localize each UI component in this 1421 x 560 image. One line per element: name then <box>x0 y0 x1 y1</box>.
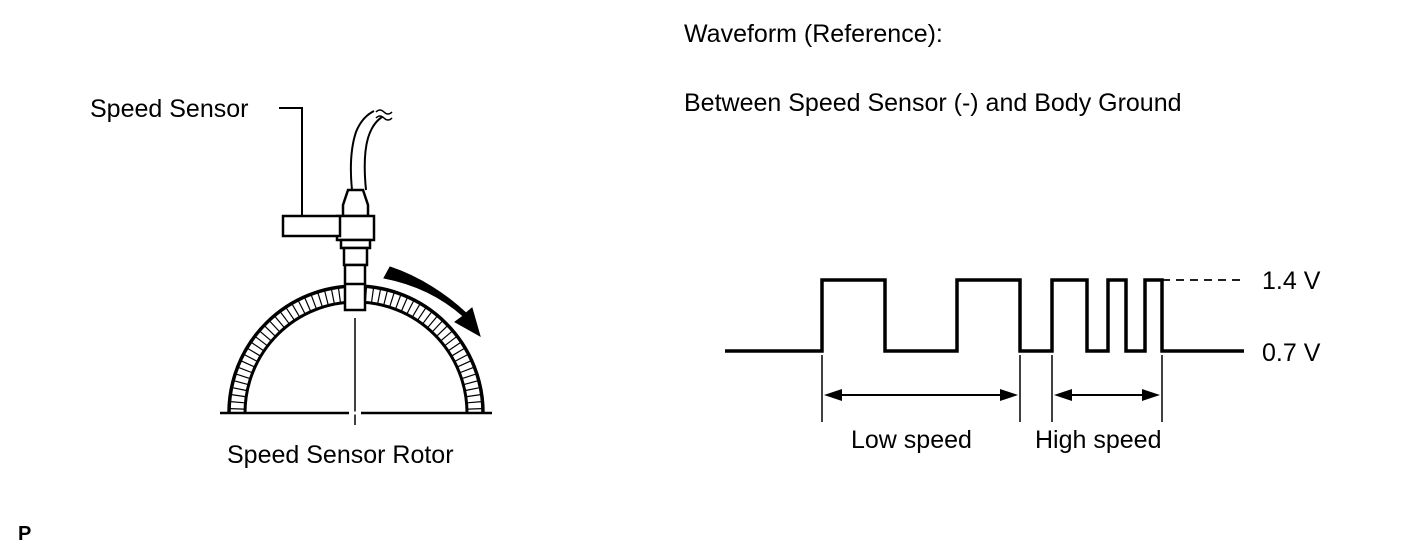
rotor-tooth <box>234 381 248 385</box>
low-level-label: 0.7 V <box>1262 339 1321 367</box>
rotor-tooth <box>230 409 244 410</box>
speed-sensor-body <box>337 190 374 310</box>
rotor-tooth <box>378 289 381 303</box>
waveform-subtitle: Between Speed Sensor (-) and Body Ground <box>684 89 1182 117</box>
rotor-tooth <box>231 395 245 397</box>
rotor-tooth <box>244 355 256 362</box>
waveform-trace <box>725 280 1244 351</box>
speed-sensor-rotor-label: Speed Sensor Rotor <box>227 441 454 469</box>
rotor-tooth <box>418 308 426 320</box>
rotor-tooth <box>463 374 476 378</box>
rotor-tooth <box>449 343 461 351</box>
high-level-label: 1.4 V <box>1262 267 1321 295</box>
rotor-tooth <box>318 293 322 306</box>
rotor-tooth <box>407 301 413 314</box>
sensor-cable <box>351 111 374 190</box>
rotor-tooth <box>433 321 443 331</box>
rotor-tooth <box>231 402 245 403</box>
corner-mark: P <box>18 523 31 545</box>
rotor-tooth <box>466 388 480 391</box>
rotor-tooth <box>248 349 260 356</box>
rotor-tooth <box>455 355 467 362</box>
rotor-tooth <box>468 409 482 410</box>
rotor-tooth <box>325 291 328 305</box>
waveform-plot <box>725 280 1244 422</box>
rotor-tooth <box>252 343 264 351</box>
rotor-tooth <box>468 402 482 403</box>
rotor-tooth <box>260 331 271 340</box>
rotor-tooth <box>413 304 420 316</box>
rotor-tooth <box>265 326 275 336</box>
rotor-tooth <box>270 321 280 331</box>
rotor-tooth <box>452 349 464 356</box>
rotor-tooth <box>396 295 401 308</box>
waveform-title: Waveform (Reference): <box>684 20 943 48</box>
rotor-tooth <box>292 304 299 316</box>
rotor-tooth <box>458 361 471 367</box>
rotor-tooth <box>464 381 478 385</box>
speed-sensor-label: Speed Sensor <box>90 95 248 123</box>
rotor-tooth <box>437 326 447 336</box>
rotor-tooth <box>275 317 284 328</box>
rotor-tooth <box>460 367 473 372</box>
rotor-tooth <box>305 298 311 311</box>
high-speed-label: High speed <box>1035 426 1161 454</box>
speed-sensor-rotor-drawing <box>220 108 492 540</box>
low-speed-dimension-arrow <box>824 389 1018 401</box>
rotor-tooth <box>241 361 254 367</box>
rotor-tooth <box>384 291 387 305</box>
rotor-tooth <box>467 395 481 397</box>
rotor-tooth <box>239 367 252 372</box>
rotor-tooth <box>281 312 289 323</box>
rotor-tooth <box>236 374 249 378</box>
rotor-tooth <box>428 317 437 328</box>
rotor-tooth <box>423 312 431 323</box>
rotor-tooth <box>332 289 335 303</box>
rotor-tooth <box>339 288 341 302</box>
rotor-tooth <box>311 295 316 308</box>
rotor-tooth <box>286 308 294 320</box>
sensor-bracket <box>283 216 340 236</box>
low-speed-label: Low speed <box>851 426 972 454</box>
rotor-tooth <box>298 301 304 314</box>
rotor-tooth <box>445 337 456 346</box>
rotor-tooth <box>233 388 247 391</box>
rotor-tooth <box>256 337 267 346</box>
rotor-tooth <box>402 298 408 311</box>
high-speed-dimension-arrow <box>1054 389 1160 401</box>
rotor-tooth <box>441 331 452 340</box>
rotor-tooth <box>372 288 374 302</box>
sensor-leader-line <box>279 108 302 216</box>
rotor-tooth <box>390 293 394 306</box>
